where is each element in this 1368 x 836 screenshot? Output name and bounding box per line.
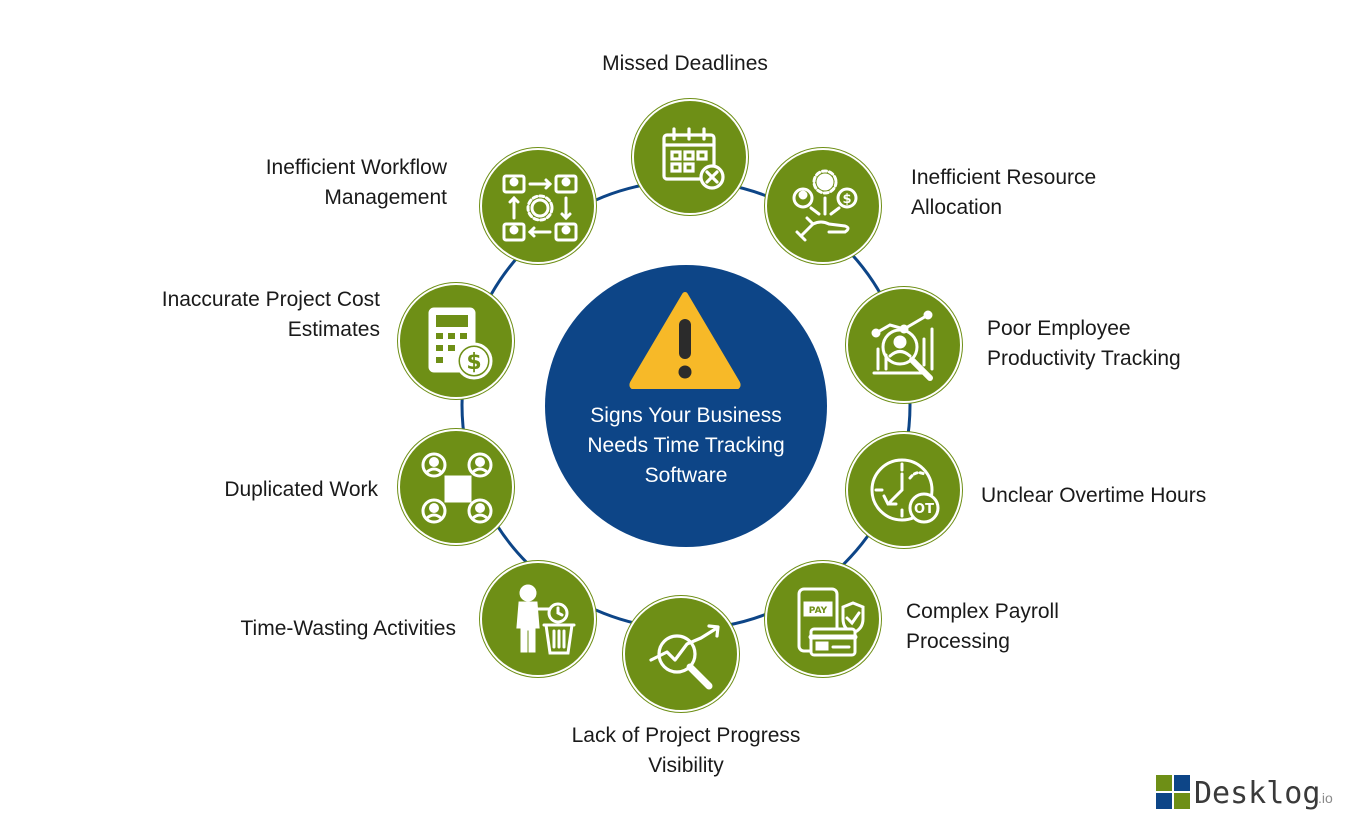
center-title-line: Software <box>644 464 728 487</box>
progress-search-icon <box>649 624 720 690</box>
node-missed-deadlines <box>632 99 748 215</box>
calendar-x-icon <box>662 127 725 190</box>
label-line: Inefficient Workflow <box>265 156 447 179</box>
label-line: Estimates <box>287 318 380 341</box>
desklog-logo-icon <box>1156 775 1190 809</box>
label-line: Visibility <box>648 754 724 777</box>
node-inefficient-resource-allocation: $ <box>765 148 881 264</box>
center-title-line: Needs Time Tracking <box>587 434 785 457</box>
label-poor-employee-productivity-tracking: Poor Employee Productivity Tracking <box>987 314 1181 374</box>
label-line: Missed Deadlines <box>602 52 768 75</box>
node-inaccurate-project-cost-estimates: $ <box>398 283 514 399</box>
workflow-cycle-icon <box>502 174 578 242</box>
brand-logo: Desklog .io <box>1156 772 1346 816</box>
node-lack-of-project-progress-visibility <box>623 596 739 712</box>
node-poor-employee-productivity-tracking <box>846 287 962 403</box>
label-line: Poor Employee <box>987 317 1131 340</box>
duplicate-team-icon <box>421 452 493 524</box>
center-title: Signs Your Business Needs Time Tracking … <box>545 401 827 491</box>
label-line: Processing <box>906 630 1010 653</box>
label-lack-of-project-progress-visibility: Lack of Project Progress Visibility <box>536 721 836 781</box>
label-line: Inaccurate Project Cost <box>161 288 380 311</box>
svg-text:$: $ <box>466 350 481 375</box>
cost-calculator-icon: $ <box>428 307 493 380</box>
label-line: Complex Payroll <box>906 600 1059 623</box>
svg-text:$: $ <box>842 192 851 207</box>
resource-allocation-icon: $ <box>792 169 858 242</box>
label-time-wasting-activities: Time-Wasting Activities <box>180 614 457 644</box>
center-hub: Signs Your Business Needs Time Tracking … <box>545 265 827 547</box>
label-inefficient-resource-allocation: Inefficient Resource Allocation <box>911 163 1096 223</box>
brand-suffix: .io <box>1318 790 1333 806</box>
svg-text:PAY: PAY <box>809 606 828 616</box>
label-missed-deadlines: Missed Deadlines <box>560 49 810 79</box>
overtime-clock-icon: OT <box>870 458 940 524</box>
svg-text:OT: OT <box>914 502 934 517</box>
center-title-line: Signs Your Business <box>590 404 782 427</box>
label-complex-payroll-processing: Complex Payroll Processing <box>906 597 1059 657</box>
label-line: Unclear Overtime Hours <box>981 484 1207 507</box>
label-line: Duplicated Work <box>224 478 378 501</box>
time-waste-icon <box>516 584 576 655</box>
label-line: Time-Wasting Activities <box>240 617 457 640</box>
node-inefficient-workflow-management <box>480 148 596 264</box>
node-time-wasting-activities <box>480 561 596 677</box>
node-unclear-overtime-hours: OT <box>846 432 962 548</box>
label-unclear-overtime-hours: Unclear Overtime Hours <box>981 481 1206 511</box>
label-line: Inefficient Resource <box>911 166 1097 189</box>
label-line: Management <box>324 186 447 209</box>
warning-icon <box>629 292 741 389</box>
productivity-analysis-icon <box>871 310 934 381</box>
label-line: Lack of Project Progress <box>571 724 801 747</box>
label-line: Allocation <box>911 196 1003 219</box>
label-line: Productivity Tracking <box>987 347 1181 370</box>
node-duplicated-work <box>398 429 514 545</box>
node-complex-payroll-processing: PAY <box>765 561 881 677</box>
payroll-phone-icon: PAY <box>797 587 865 657</box>
label-inefficient-workflow-management: Inefficient Workflow Management <box>200 153 447 213</box>
label-inaccurate-project-cost-estimates: Inaccurate Project Cost Estimates <box>100 285 380 345</box>
label-duplicated-work: Duplicated Work <box>150 475 378 505</box>
brand-name: Desklog <box>1194 776 1321 811</box>
